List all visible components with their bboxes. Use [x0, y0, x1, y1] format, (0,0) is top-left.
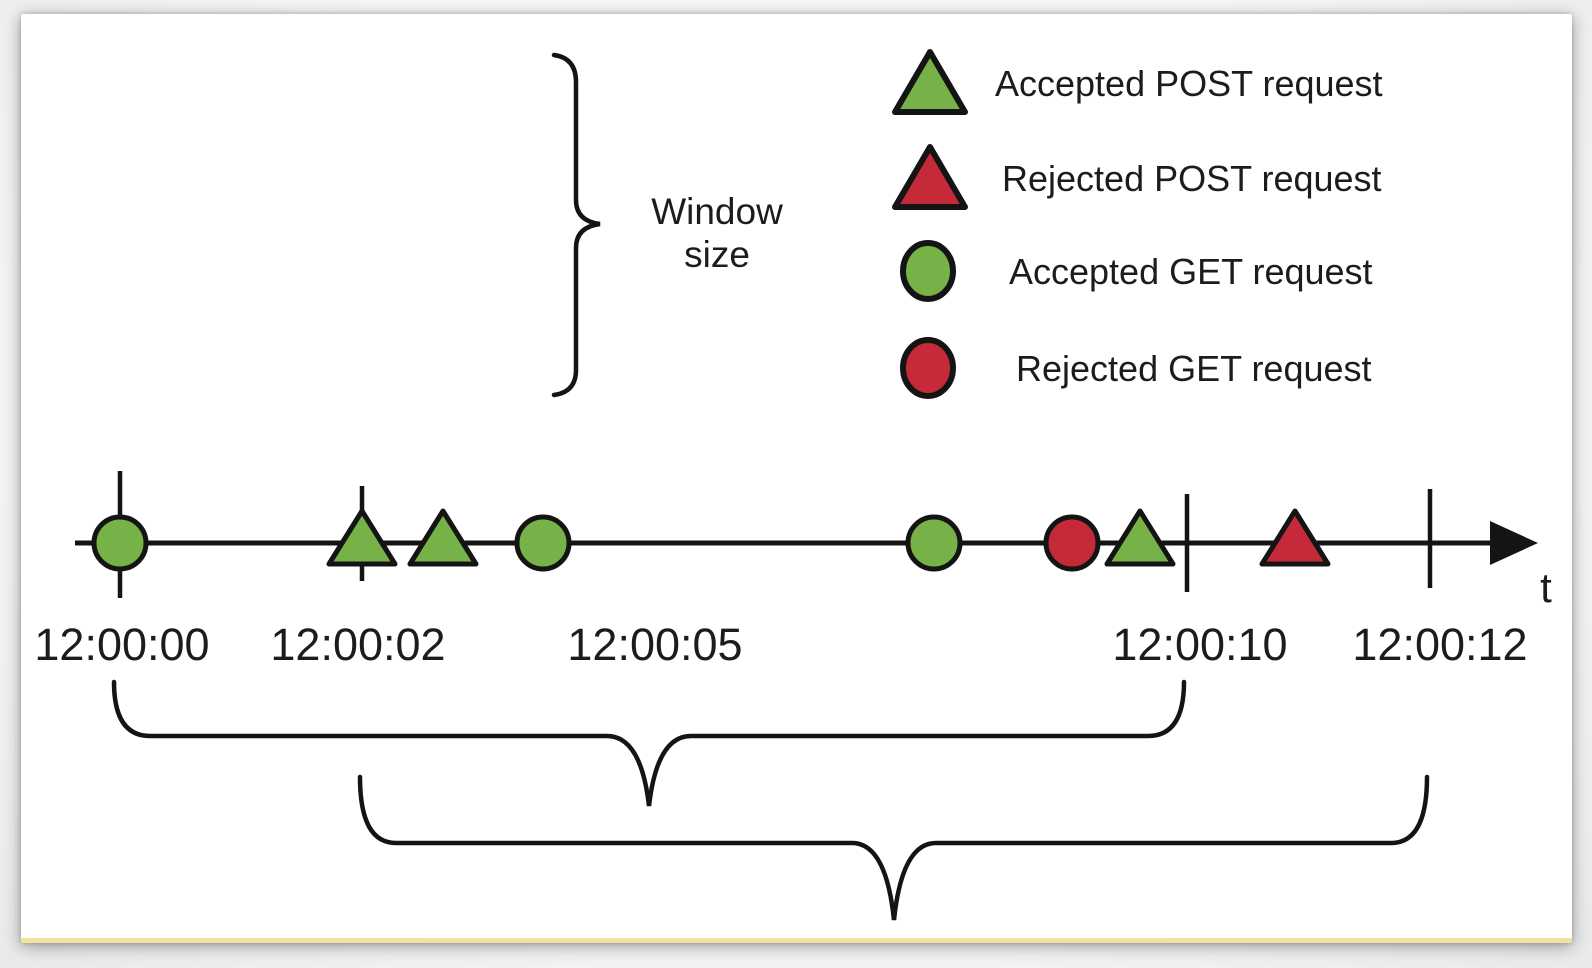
window-size-brace — [551, 52, 601, 398]
legend-item-label: Rejected POST request — [1002, 158, 1382, 199]
accepted-post-triangle-marker — [1104, 508, 1176, 567]
timeline-ticks — [117, 471, 1433, 598]
time-label: 12:00:05 — [567, 619, 742, 670]
time-label: 12:00:10 — [1112, 619, 1287, 670]
rejected-get-circle-marker — [1043, 514, 1101, 572]
window-braces — [111, 679, 1430, 921]
time-label: 12:00:02 — [270, 619, 445, 670]
window-size-label-line2: size — [684, 234, 750, 275]
window-brace-2 — [357, 774, 1430, 921]
rejected-post-triangle-icon — [892, 144, 968, 210]
time-label: 12:00:00 — [34, 619, 209, 670]
window-size-label-line1: Window — [651, 191, 783, 232]
rejected-get-circle-icon — [900, 337, 956, 399]
legend-item-label: Rejected GET request — [1016, 348, 1372, 389]
accepted-post-triangle-marker — [326, 508, 398, 567]
window-brace-1 — [111, 679, 1187, 807]
accepted-get-circle-marker — [905, 514, 963, 572]
accepted-get-circle-marker — [91, 514, 149, 572]
rejected-post-triangle-marker — [1259, 508, 1331, 567]
time-axis-arrowhead-icon — [1490, 521, 1538, 565]
timeline-events — [91, 508, 1331, 572]
time-label: 12:00:12 — [1352, 619, 1527, 670]
diagram-canvas — [21, 14, 1572, 943]
legend-item-label: Accepted GET request — [1009, 251, 1373, 292]
accepted-get-circle-icon — [900, 240, 956, 302]
accepted-post-triangle-icon — [892, 49, 968, 115]
time-labels: 12:00:00 12:00:02 12:00:05 12:00:10 12:00:12 — [34, 619, 1527, 670]
accepted-get-circle-marker — [514, 514, 572, 572]
accepted-post-triangle-marker — [407, 508, 479, 567]
time-axis-label: t — [1540, 564, 1552, 611]
legend-item-label: Accepted POST request — [995, 63, 1383, 104]
